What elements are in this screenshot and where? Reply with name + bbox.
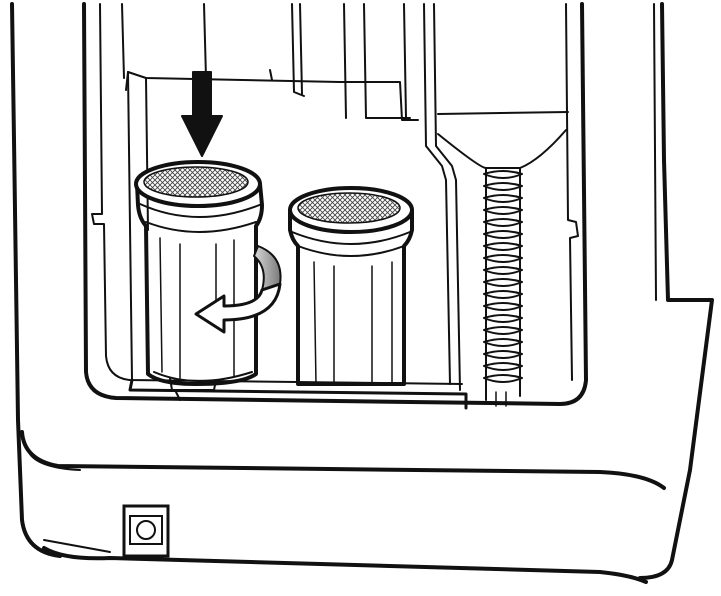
spring-coil [483, 170, 523, 383]
drain-button [122, 504, 170, 558]
rotate-counterclockwise-icon [194, 245, 282, 334]
filter-cartridge-left [134, 160, 264, 391]
tank-cavity [82, 2, 588, 410]
appliance-body [10, 2, 714, 584]
down-arrow-icon [181, 71, 223, 157]
drain-funnel [437, 111, 569, 407]
filter-cartridge-right [288, 186, 414, 386]
